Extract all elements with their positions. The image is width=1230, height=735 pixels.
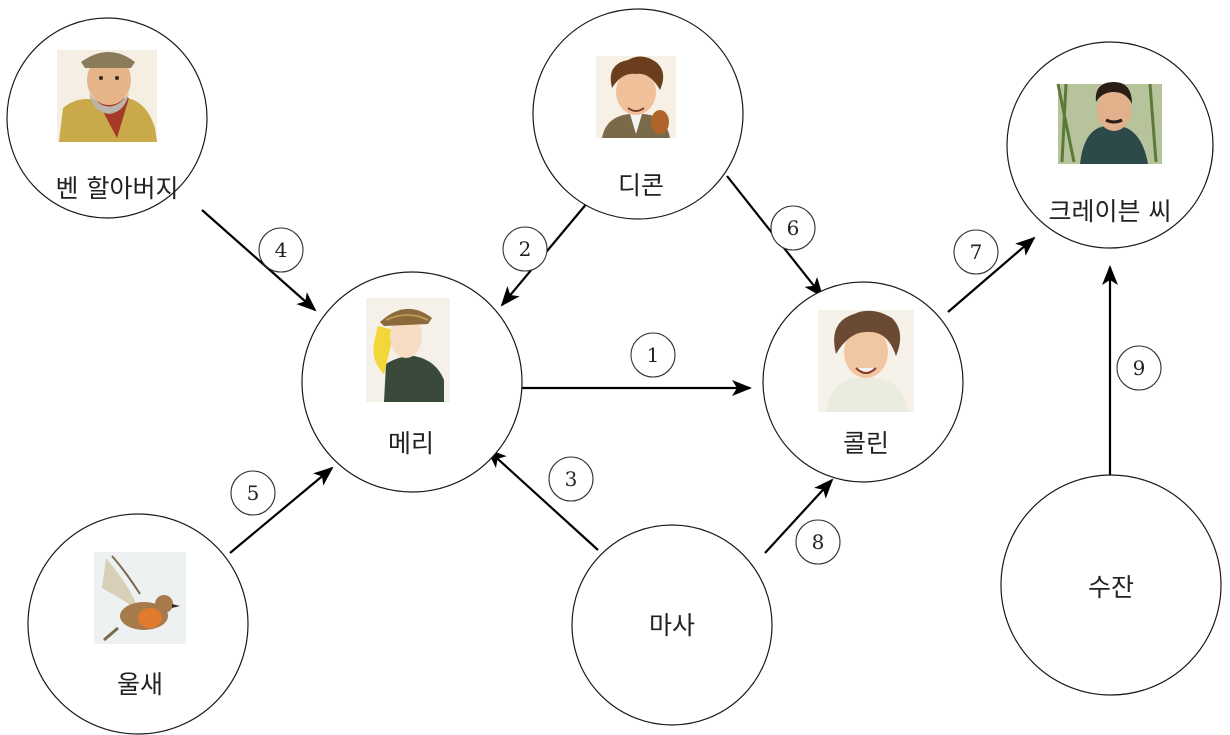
man-in-garden-portrait-icon: [1056, 82, 1162, 164]
node-mary: 메리: [301, 271, 523, 493]
edge-dickon-to-colin: 6: [726, 175, 824, 298]
edge-number-badge: 7: [953, 229, 999, 275]
edge-colin-to-craven: 7: [947, 229, 1036, 313]
edge-susan-to-craven: 9: [1102, 265, 1162, 477]
svg-text:메리: 메리: [388, 429, 434, 458]
edge-number-badge: 4: [258, 227, 304, 273]
edge-number-badge: 3: [548, 456, 594, 502]
edge-number-badge: 8: [795, 519, 841, 565]
curly-haired-boy-portrait-icon: [818, 310, 914, 412]
node-dickon: 디콘: [532, 8, 744, 220]
node-craven: 크레이븐 씨: [1006, 41, 1214, 249]
svg-text:마사: 마사: [649, 611, 695, 640]
svg-text:5: 5: [247, 481, 260, 505]
edge-robin-to-mary: 5: [229, 466, 334, 554]
svg-text:벤 할아버지: 벤 할아버지: [56, 174, 179, 203]
edge-martha-to-colin: 8: [764, 478, 841, 565]
edge-number-badge: 2: [502, 226, 548, 272]
edge-ben-to-mary: 4: [201, 209, 317, 312]
edge-number-badge: 9: [1116, 345, 1162, 391]
node-robin: 울새: [27, 513, 249, 735]
girl-with-hat-portrait-icon: [366, 298, 450, 402]
svg-text:1: 1: [647, 343, 660, 367]
edge-number-badge: 6: [770, 205, 816, 251]
edge-mary-to-colin: 1: [522, 332, 752, 396]
svg-text:디콘: 디콘: [618, 171, 664, 200]
node-ben: 벤 할아버지: [6, 17, 208, 219]
edge-number-badge: 1: [630, 332, 676, 378]
svg-text:4: 4: [275, 238, 288, 262]
svg-text:수잔: 수잔: [1088, 573, 1134, 602]
edge-martha-to-mary: 3: [486, 448, 599, 551]
old-gardener-portrait-icon: [57, 50, 157, 142]
edge-number-badge: 5: [230, 470, 276, 516]
edge-dickon-to-mary: 2: [500, 189, 599, 307]
svg-text:8: 8: [812, 530, 825, 554]
svg-text:6: 6: [787, 216, 800, 240]
node-colin: 콜린: [762, 281, 964, 483]
svg-text:3: 3: [565, 467, 578, 491]
robin-bird-icon: [94, 552, 186, 644]
svg-text:9: 9: [1133, 356, 1146, 380]
svg-text:크레이븐 씨: 크레이븐 씨: [1049, 197, 1172, 226]
node-susan: 수잔: [1000, 474, 1222, 696]
svg-text:7: 7: [970, 240, 983, 264]
boy-with-squirrel-portrait-icon: [596, 56, 676, 138]
svg-text:울새: 울새: [117, 670, 163, 699]
svg-text:2: 2: [519, 237, 532, 261]
node-martha: 마사: [571, 524, 773, 726]
svg-text:콜린: 콜린: [843, 429, 889, 458]
